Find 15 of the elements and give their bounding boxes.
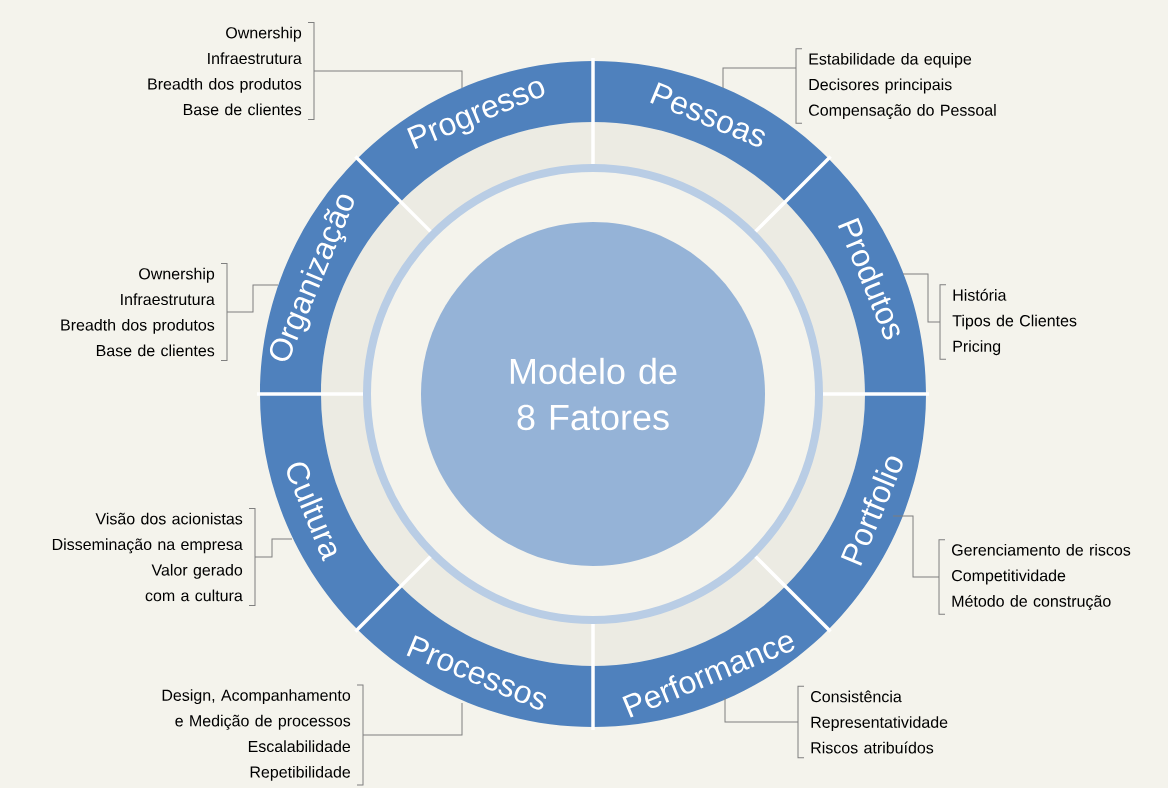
item-list: Visão dos acionistas Disseminação na empresa Valor gerado com a cultura [52, 512, 243, 602]
item-list: História Tipos de Clientes Pricing [952, 288, 1077, 356]
item-list: Ownership Infraestrutura Breadth dos produtos Base de clientes [148, 26, 302, 116]
leader-line [362, 702, 463, 736]
item-list: Ownership Infraestrutura Breadth dos produtos Base de clientes [61, 267, 215, 357]
leader-line [313, 70, 463, 89]
leader-line [722, 67, 797, 89]
item-list: Gerenciamento de riscos Competitividade Método de construção [952, 543, 1131, 611]
leader-line [902, 273, 941, 323]
leader-line [724, 697, 799, 723]
item-list: Design, Acompanhamento e Medição de processos Escalabilidade Repetibilidade [162, 689, 351, 781]
leader-line [254, 538, 293, 558]
ring-segment: Cultura [260, 394, 401, 630]
leader-line [892, 515, 940, 578]
leader-line [226, 284, 279, 313]
